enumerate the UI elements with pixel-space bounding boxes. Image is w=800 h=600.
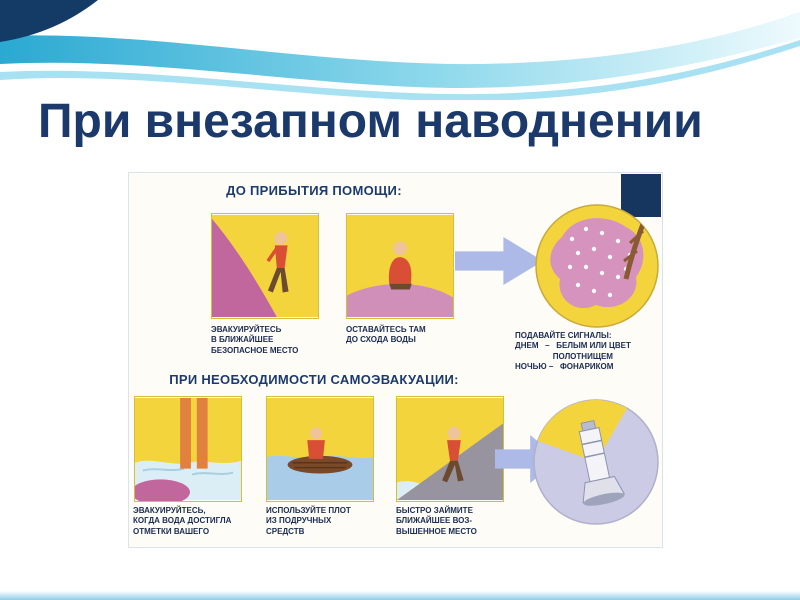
step-stay-panel <box>346 213 454 319</box>
self-evacuation-heading: ПРИ НЕОБХОДИМОСТИ САМОЭВАКУАЦИИ: <box>169 372 459 387</box>
step-caption-raft: ИСПОЛЬЗУЙТЕ ПЛОТ ИЗ ПОДРУЧНЫХ СРЕДСТВ <box>266 506 351 536</box>
step-caption-high-ground: БЫСТРО ЗАЙМИТЕ БЛИЖАЙШЕЕ ВОЗ- ВЫШЕННОЕ М… <box>396 506 477 536</box>
arrow-right-icon <box>455 237 543 285</box>
bottom-border-decoration <box>0 591 800 600</box>
step-caption-stay: ОСТАВАЙТЕСЬ ТАМ ДО СХОДА ВОДЫ <box>346 325 426 345</box>
before-help-heading: ДО ПРИБЫТИЯ ПОМОЩИ: <box>226 183 402 198</box>
signal-cloth-icon <box>535 204 659 328</box>
top-wave-decoration <box>0 0 800 102</box>
step-caption-evacuate: ЭВАКУИРУЙТЕСЬ В БЛИЖАЙШЕЕ БЕЗОПАСНОЕ МЕС… <box>211 325 299 355</box>
step-water-mark-panel <box>134 396 242 502</box>
step-raft-panel <box>266 396 374 502</box>
step-high-ground-panel <box>396 396 504 502</box>
wave-icon <box>0 0 800 102</box>
sitting-person-icon <box>347 214 453 318</box>
flashlight-icon <box>533 399 659 525</box>
walking-person-icon <box>212 214 318 318</box>
signal-result-circle <box>534 203 660 329</box>
poster-corner-decoration <box>621 174 661 217</box>
slide-title: При внезапном наводнении <box>38 95 703 148</box>
person-on-raft-icon <box>267 397 373 501</box>
person-climbing-icon <box>397 397 503 501</box>
step-caption-water-mark: ЭВАКУИРУЙТЕСЬ, КОГДА ВОДА ДОСТИГЛА ОТМЕТ… <box>133 506 232 536</box>
signal-instructions: ПОДАВАЙТЕ СИГНАЛЫ: ДНЕМ – БЕЛЫМ ИЛИ ЦВЕТ… <box>515 331 631 372</box>
flood-safety-poster: ДО ПРИБЫТИЯ ПОМОЩИ: <box>128 172 663 548</box>
flashlight-result-circle <box>531 397 661 527</box>
legs-in-water-icon <box>135 397 241 501</box>
step-evacuate-panel <box>211 213 319 319</box>
